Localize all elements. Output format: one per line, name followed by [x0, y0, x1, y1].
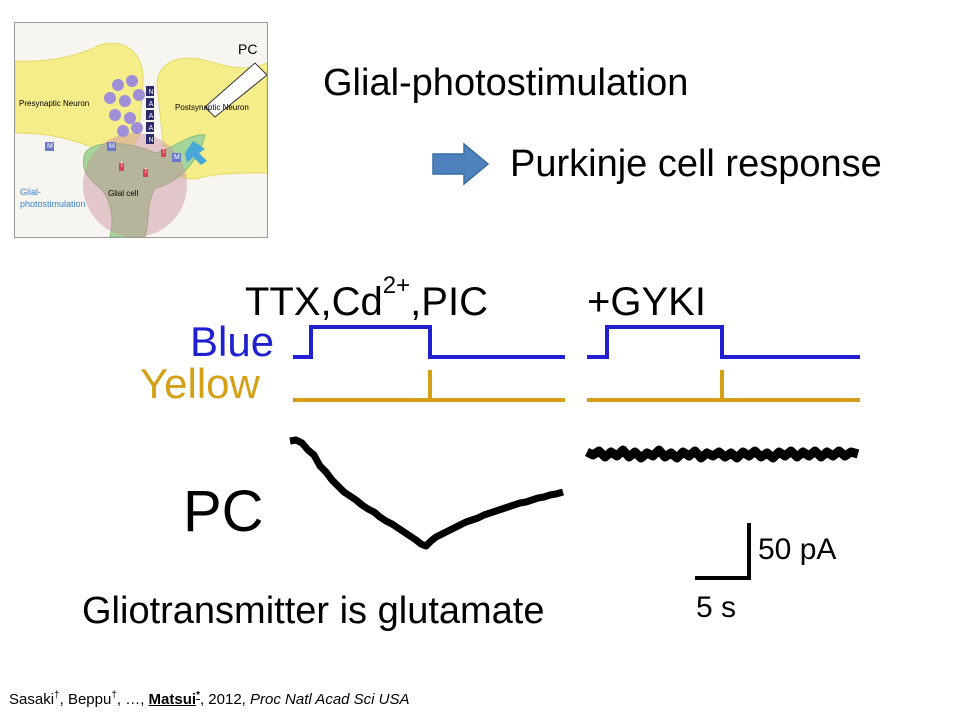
- schematic-stim-label-1: Glial-: [20, 187, 42, 197]
- condition-2-label: +GYKI: [587, 280, 706, 324]
- right-arrow-icon: [432, 142, 490, 186]
- scale-current-label: 50 pA: [758, 533, 837, 566]
- schematic-presynaptic-label: Presynaptic Neuron: [19, 99, 90, 108]
- blue-trace-1: [293, 325, 565, 359]
- yellow-trace-2: [587, 370, 860, 402]
- schematic-postsynaptic-label: Postsynaptic Neuron: [175, 103, 249, 112]
- pc-trace-label: PC: [183, 479, 264, 544]
- m-label: M: [174, 154, 180, 161]
- scale-time-label: 5 s: [696, 591, 737, 624]
- slide-subtitle: Purkinje cell response: [510, 143, 882, 185]
- conclusion-text: Gliotransmitter is glutamate: [82, 590, 545, 632]
- schematic-glial-label: Glial cell: [108, 189, 139, 198]
- pc-trace-1: [289, 436, 564, 550]
- m-label: M: [109, 143, 115, 150]
- blue-trace-2: [587, 325, 860, 359]
- receptor-letters: N A A A N: [148, 89, 154, 144]
- pc-trace-2: [584, 445, 860, 463]
- slide-title: Glial-photostimulation: [323, 62, 689, 104]
- schematic-stim-label-2: photostimulation: [20, 199, 86, 209]
- t-label: T: [162, 149, 166, 155]
- m-label: M: [47, 143, 53, 150]
- schematic-pc-label: PC: [238, 41, 258, 57]
- t-label: T: [120, 163, 124, 169]
- blue-trace-label: Blue: [190, 318, 275, 365]
- citation: Sasaki†, Beppu†, …, Matsui*, 2012, Proc …: [9, 690, 410, 708]
- yellow-trace-1: [293, 370, 565, 402]
- yellow-trace-label: Yellow: [140, 360, 260, 407]
- condition-1-label: TTX,Cd2+,PIC: [245, 272, 488, 324]
- synapse-schematic: PC Presynaptic Neuron Postsynaptic Neuro…: [14, 22, 268, 238]
- schematic-drawing: [15, 42, 267, 237]
- t-label: T: [144, 169, 148, 175]
- scale-bar: [695, 523, 751, 580]
